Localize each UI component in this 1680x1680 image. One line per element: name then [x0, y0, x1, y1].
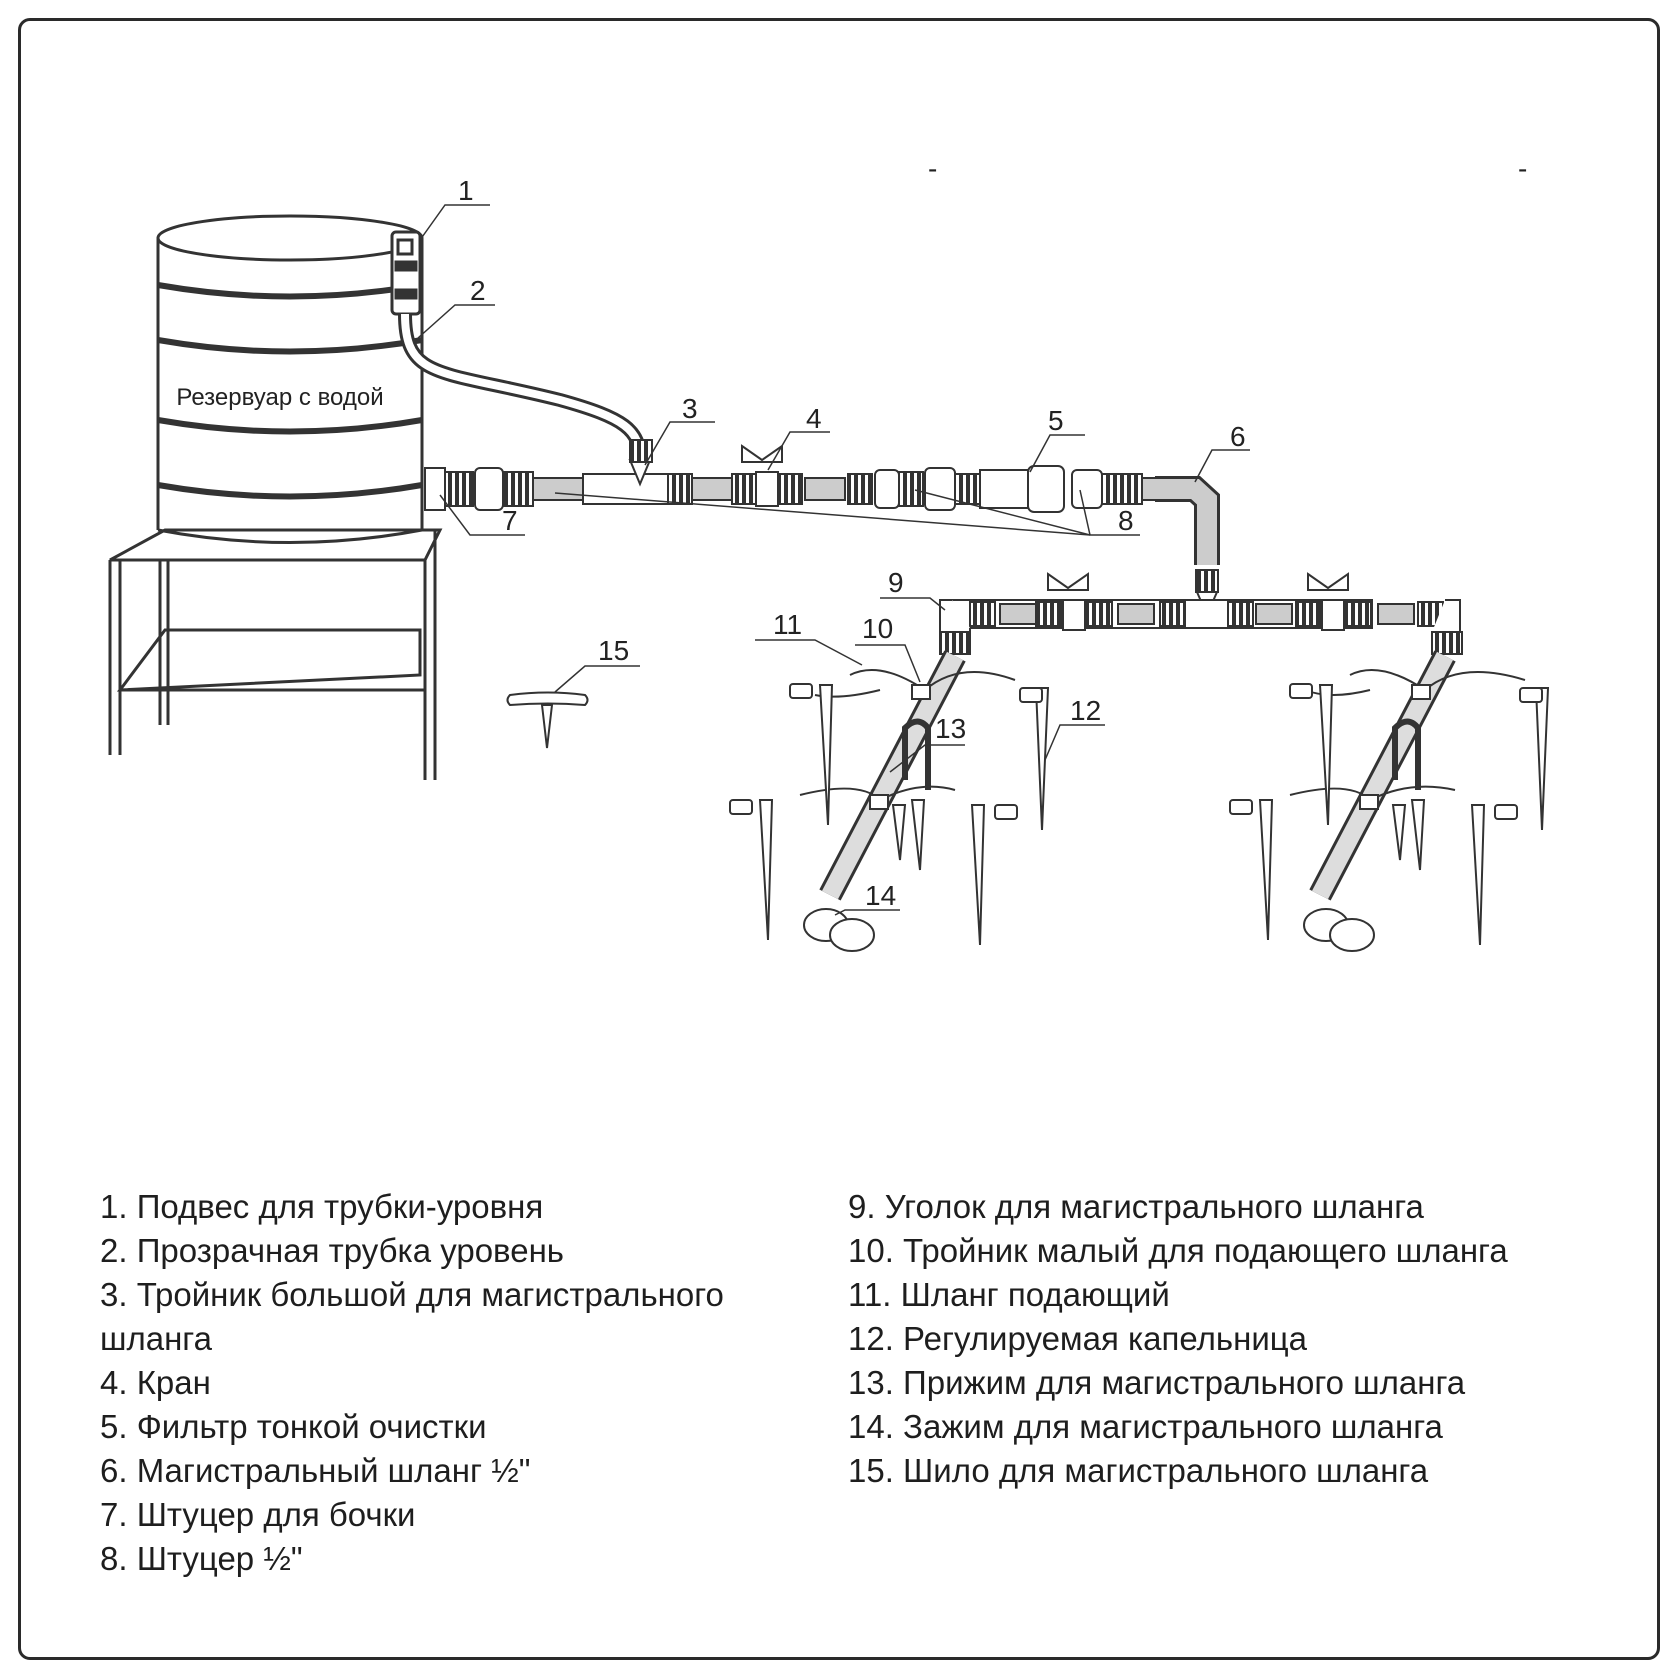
- callout-4: 4: [806, 403, 822, 434]
- legend-item: 14. Зажим для магистрального шланга: [848, 1408, 1443, 1445]
- leader-lines: [417, 204, 1250, 916]
- callout-5: 5: [1048, 405, 1064, 436]
- awl: [506, 691, 589, 749]
- main-line: [424, 439, 1158, 513]
- callout-8: 8: [1118, 505, 1134, 536]
- legend-item: 10. Тройник малый для подающего шланга: [848, 1232, 1508, 1269]
- legend-item: шланга: [100, 1320, 212, 1357]
- legend-right: 9. Уголок для магистрального шланга 10. …: [848, 1185, 1628, 1493]
- callout-6: 6: [1230, 421, 1246, 452]
- callout-12: 12: [1070, 695, 1101, 726]
- outer-frame: [18, 18, 1660, 1660]
- callout-7: 7: [502, 505, 518, 536]
- callout-14: 14: [865, 880, 896, 911]
- legend-item: 2. Прозрачная трубка уровень: [100, 1232, 564, 1269]
- legend-item: 12. Регулируемая капельница: [848, 1320, 1308, 1357]
- legend-item: 5. Фильтр тонкой очистки: [100, 1408, 487, 1445]
- callout-11: 11: [773, 609, 802, 640]
- legend-item: 9. Уголок для магистрального шланга: [848, 1188, 1424, 1225]
- legend-item: 6. Магистральный шланг ½": [100, 1452, 531, 1489]
- level-tube-holder: [390, 230, 422, 316]
- tank-label: Резервуар с водой: [176, 384, 383, 411]
- distribution-line: [939, 569, 1463, 655]
- callout-1: 1: [458, 175, 474, 206]
- legend-item: 13. Прижим для магистрального шланга: [848, 1364, 1466, 1401]
- legend-item: 8. Штуцер ½": [100, 1540, 303, 1577]
- callout-numbers: 1 2 3 4 5 6 7 8 9 11 10 13 12 14 15 - -: [458, 153, 1527, 911]
- dash-mark: -: [928, 153, 937, 184]
- legend-item: 15. Шило для магистрального шланга: [848, 1452, 1429, 1489]
- legend-item: 7. Штуцер для бочки: [100, 1496, 416, 1533]
- water-tank: [156, 214, 424, 544]
- callout-9: 9: [888, 567, 904, 598]
- tank-stand: [108, 528, 443, 780]
- callout-3: 3: [682, 393, 698, 424]
- callout-10: 10: [862, 613, 893, 644]
- callout-15: 15: [598, 635, 629, 666]
- legend-item: 1. Подвес для трубки-уровня: [100, 1188, 544, 1225]
- legend-item: 4. Кран: [100, 1364, 211, 1401]
- drip-group-right: [1229, 650, 1550, 952]
- legend-item: 3. Тройник большой для магистрального: [100, 1276, 724, 1313]
- level-tube: [398, 313, 647, 461]
- legend-item: 11. Шланг подающий: [848, 1276, 1170, 1313]
- drip-group-left: [729, 650, 1050, 952]
- callout-13: 13: [935, 713, 966, 744]
- irrigation-diagram: Резервуар с водой: [108, 153, 1550, 952]
- legend-left: 1. Подвес для трубки-уровня 2. Прозрачна…: [100, 1185, 800, 1581]
- dash-mark: -: [1518, 153, 1527, 184]
- callout-2: 2: [470, 275, 486, 306]
